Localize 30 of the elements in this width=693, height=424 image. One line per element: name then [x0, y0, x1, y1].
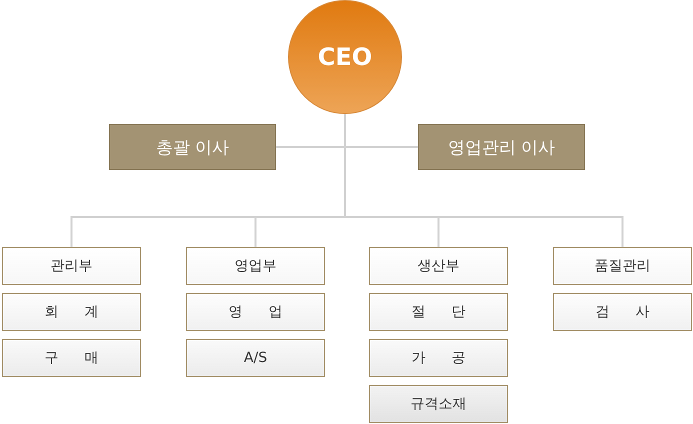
department-box	[369, 247, 508, 285]
box-label: 규격소재	[410, 395, 466, 413]
ceo-label: CEO	[318, 43, 372, 71]
department-box	[369, 385, 508, 423]
executive-box	[418, 124, 585, 170]
box-label: A/S	[244, 350, 268, 366]
box-label: 가 공	[411, 349, 466, 367]
department-box	[2, 293, 141, 331]
box-label: 회 계	[44, 303, 99, 321]
department-box	[186, 247, 325, 285]
box-label: 영업관리 이사	[448, 136, 556, 158]
box-label: 구 매	[44, 349, 99, 367]
department-box	[2, 247, 141, 285]
box-label: 영 업	[228, 303, 283, 321]
box-label: 생산부	[418, 257, 460, 275]
department-box	[553, 293, 692, 331]
box-label: 절 단	[411, 303, 466, 321]
department-box	[369, 293, 508, 331]
box-label: 품질관리	[594, 257, 650, 275]
department-box	[2, 339, 141, 377]
department-box	[369, 339, 508, 377]
connector-line	[344, 114, 624, 247]
department-box	[186, 293, 325, 331]
department-box	[186, 339, 325, 377]
box-label: 관리부	[50, 257, 92, 275]
executive-box	[109, 124, 276, 170]
box-label: 총괄 이사	[156, 136, 230, 158]
box-label: 검 사	[595, 303, 650, 321]
box-label: 영업부	[234, 257, 276, 275]
department-box	[553, 247, 692, 285]
